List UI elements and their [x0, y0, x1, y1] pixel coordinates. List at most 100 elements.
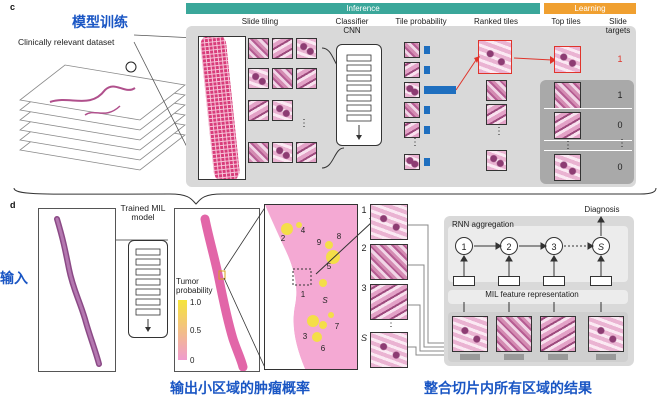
top-ranked-tile [370, 332, 408, 368]
brace [13, 187, 657, 205]
slide-tile [296, 68, 317, 89]
top-ranked-tile [370, 244, 408, 280]
header-slide-tiling: Slide tiling [241, 17, 279, 26]
ellipsis: ⋮ [494, 126, 504, 137]
slide-target-value: 1 [617, 54, 623, 64]
diagnosis-label: Diagnosis [584, 205, 620, 214]
ranked-tile [486, 150, 507, 171]
rnn-arrows [460, 216, 605, 276]
slide-target-value: 0 [617, 120, 623, 130]
tile-base [460, 354, 480, 360]
rnn-input-tile [452, 316, 488, 352]
slide-tile [248, 100, 269, 121]
header-slide-targets: Slide targets [605, 17, 631, 35]
top-ranked-tile [370, 204, 408, 240]
hotspot-label: 9 [316, 238, 322, 247]
heatmap-zoom-lines [223, 205, 267, 371]
feature-vector [590, 276, 612, 286]
heatmap-slide [174, 208, 260, 372]
slide-tile [272, 100, 293, 121]
rnn-node: 1 [455, 237, 473, 255]
ranking-arrows [456, 56, 556, 91]
mil-feature-label: MIL feature representation [485, 290, 579, 299]
prob-bar [424, 158, 430, 166]
slide-tile [296, 142, 317, 163]
hotspot-label: 8 [336, 232, 342, 241]
prob-bar [424, 126, 430, 134]
cn-title-training: 模型训练 [72, 15, 128, 31]
prob-bar [424, 46, 430, 54]
tile-index: 3 [361, 283, 367, 293]
rnn-input-tile [496, 316, 532, 352]
tile-connectors [408, 224, 452, 356]
hotspot-label: 3 [302, 332, 308, 341]
trained-model-block [128, 240, 168, 338]
tiled-slide-image [198, 36, 246, 180]
slide-tile [248, 38, 269, 59]
slide-tile [272, 68, 293, 89]
panel-c-letter: c [10, 2, 16, 12]
tile-base [548, 354, 568, 360]
cn-caption-right: 整合切片内所有区域的结果 [424, 381, 592, 397]
model-arrow [116, 239, 168, 241]
top-tile [554, 82, 581, 109]
feature-vector [453, 276, 475, 286]
prob-tile [404, 102, 420, 118]
tumor-prob-colorbar [178, 300, 187, 360]
slide-stack-illustration [19, 61, 186, 171]
prob-bar [424, 86, 456, 94]
zoomed-heatmap [264, 204, 358, 370]
scale-min: 0 [190, 356, 195, 365]
rnn-input-tile [540, 316, 576, 352]
mil-inner-panel [448, 290, 628, 304]
hotspot-label: 4 [300, 226, 306, 235]
top-ranked-tile [370, 284, 408, 320]
ellipsis: ⋮ [563, 140, 573, 151]
ranked-tile [486, 80, 507, 101]
prob-tile [404, 62, 420, 78]
header-ranked-tiles: Ranked tiles [473, 17, 519, 26]
ellipsis: ⋮ [386, 318, 396, 329]
prob-bar [424, 66, 430, 74]
header-top-tiles: Top tiles [551, 17, 581, 26]
trained-mil-label: Trained MIL model [120, 203, 166, 222]
hotspot-label: 7 [334, 322, 340, 331]
input-slide-image [38, 208, 116, 372]
slide-tile [296, 38, 317, 59]
cn-input: 输入 [0, 271, 28, 287]
slide-target-value: 0 [617, 162, 623, 172]
panel-d-letter: d [10, 200, 16, 210]
hotspot-label: 2 [280, 234, 286, 243]
rnn-aggregation-label: RNN aggregation [452, 220, 514, 229]
tile-index: 1 [361, 205, 367, 215]
slide-tile [272, 38, 293, 59]
divider [544, 140, 632, 141]
tile-index: 2 [361, 243, 367, 253]
prob-tile [404, 154, 420, 170]
hotspot-label: 1 [300, 290, 306, 299]
ranked-tile [486, 104, 507, 125]
header-tile-probability: Tile probability [395, 17, 447, 26]
scale-max: 1.0 [190, 298, 202, 307]
top-tile-selected [554, 46, 581, 73]
hotspot-label: 6 [320, 344, 326, 353]
tumor-prob-label: Tumor probability [176, 277, 213, 295]
classifier-cnn-block [336, 44, 382, 146]
slide-tile [248, 142, 269, 163]
inference-bar: Inference [186, 3, 540, 14]
ellipsis: ⋮ [617, 138, 627, 149]
divider [544, 150, 632, 151]
rnn-input-tile [588, 316, 624, 352]
prob-tile [404, 122, 420, 138]
tile-index: S [360, 333, 367, 343]
top-tile [554, 112, 581, 139]
feature-vector [543, 276, 565, 286]
tile-base [596, 354, 616, 360]
prob-tile [404, 82, 420, 98]
dataset-label: Clinically relevant dataset [18, 37, 115, 47]
prob-bar [424, 106, 430, 114]
hotspot-label: S [322, 296, 328, 305]
header-classifier: Classifier CNN [335, 17, 369, 35]
ellipsis: ⋮ [410, 137, 420, 148]
tile-base [504, 354, 524, 360]
